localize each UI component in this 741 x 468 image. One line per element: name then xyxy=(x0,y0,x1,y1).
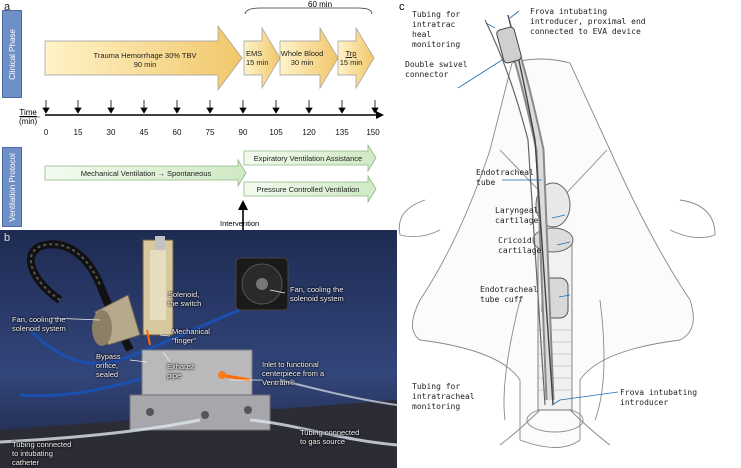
tick-label: 150 xyxy=(366,128,380,137)
monitoring-tubing xyxy=(484,19,546,406)
tick-label: 30 xyxy=(106,128,116,137)
label-solenoid: Solenoid,the switch xyxy=(168,290,202,308)
protocol-arrow-pcv xyxy=(243,174,377,204)
protocol-eva-label: Expiratory Ventilation Assistance xyxy=(253,154,363,163)
ventilation-protocol-label: Ventilation Protocol xyxy=(2,147,22,227)
tick-label: 135 xyxy=(335,128,349,137)
double-swivel-connector xyxy=(496,26,522,64)
panel-b-letter: b xyxy=(4,232,11,244)
time-axis-label: Time (min) xyxy=(19,108,38,126)
tick-label: 120 xyxy=(302,128,316,137)
phase-arrow-trauma xyxy=(44,24,243,92)
clinical-phase-label: Clinical Phase xyxy=(2,10,22,98)
tick-label: 15 xyxy=(73,128,83,137)
tick-label: 90 xyxy=(238,128,248,137)
phase-arrow-trp xyxy=(337,26,375,90)
clear-tubing xyxy=(0,418,201,444)
phase-arrow-whole-blood xyxy=(279,26,339,90)
protocol-arrow-eva xyxy=(243,143,377,173)
label-mechanical-finger: Mechanical"finger" xyxy=(172,327,210,345)
tick-label: 60 xyxy=(172,128,182,137)
tick-label: 0 xyxy=(43,128,49,137)
tick-label: 75 xyxy=(205,128,215,137)
tick-label: 45 xyxy=(139,128,149,137)
sixty-min-bracket xyxy=(244,7,373,15)
panel-a-letter: a xyxy=(4,1,11,13)
protocol-pcv-label: Pressure Controlled Ventilation xyxy=(256,185,360,194)
intervention-label: Intervention xyxy=(220,219,260,228)
protocol-mechanical-label: Mechanical Ventilation → Spontaneous xyxy=(80,169,212,178)
tick-label: 105 xyxy=(269,128,283,137)
protocol-arrow-mechanical xyxy=(44,158,247,188)
panel-c-letter: c xyxy=(399,1,405,13)
bracket-label: 60 min xyxy=(308,0,333,9)
timeline-tick-arrows xyxy=(42,100,379,114)
phase-arrow-ems xyxy=(243,26,281,90)
